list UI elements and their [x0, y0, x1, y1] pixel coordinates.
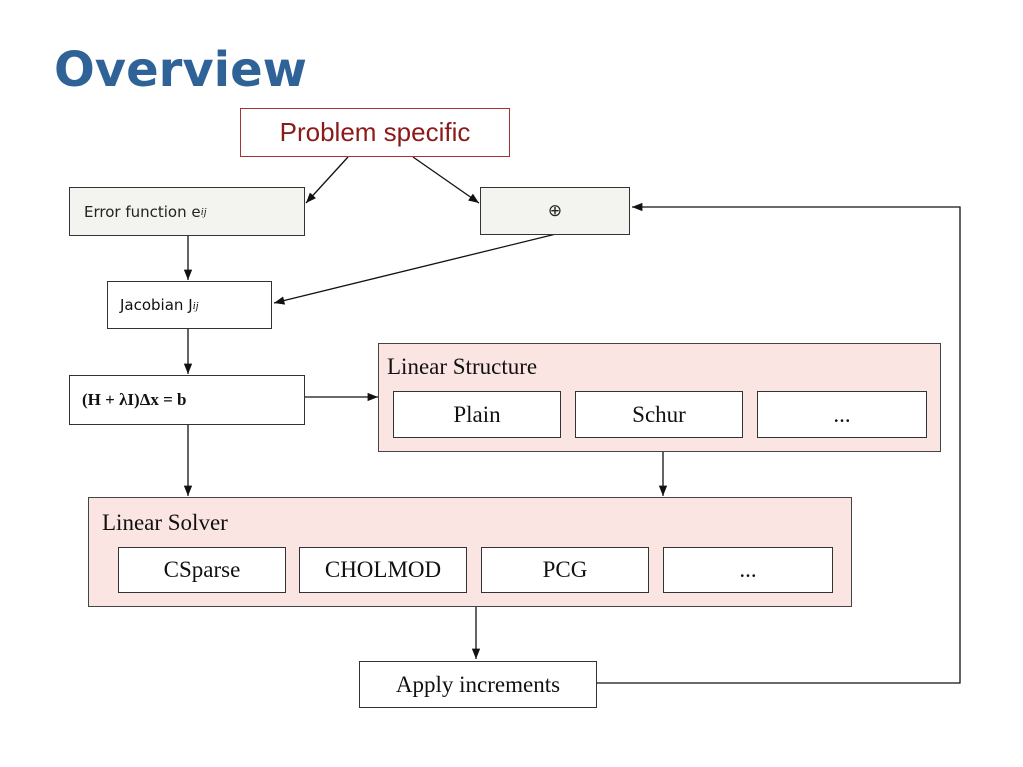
- apply-increments-box: Apply increments: [359, 661, 597, 708]
- equation-box: (H + λI)Δx = b: [69, 375, 305, 425]
- arrow-apply-to-oplus: [597, 202, 961, 684]
- structure-item-more: ...: [757, 391, 927, 438]
- arrow-problem-to-error: [305, 156, 349, 204]
- arrow-oplus-to-jacobian: [273, 233, 557, 305]
- error-function-subscript: ij: [200, 206, 207, 218]
- solver-item-cholmod: CHOLMOD: [299, 547, 467, 593]
- linear-solver-panel: Linear Solver CSparse CHOLMOD PCG ...: [88, 497, 852, 607]
- structure-item-schur: Schur: [575, 391, 743, 438]
- jacobian-label: Jacobian J: [120, 296, 193, 314]
- structure-item-plain: Plain: [393, 391, 561, 438]
- linear-structure-panel: Linear Structure Plain Schur ...: [378, 343, 941, 452]
- problem-specific-box: Problem specific: [240, 108, 510, 157]
- problem-specific-label: Problem specific: [279, 117, 471, 147]
- jacobian-subscript: ij: [192, 299, 199, 312]
- oplus-box: ⊕: [480, 187, 630, 235]
- equation-label: (H + λI)Δx = b: [82, 390, 187, 409]
- solver-item-pcg: PCG: [481, 547, 649, 593]
- linear-structure-title: Linear Structure: [387, 354, 538, 379]
- error-function-label: Error function e: [84, 202, 201, 221]
- solver-item-csparse: CSparse: [118, 547, 286, 593]
- linear-solver-title: Linear Solver: [102, 510, 228, 535]
- arrow-problem-to-oplus: [412, 156, 480, 204]
- solver-item-more: ...: [663, 547, 833, 593]
- apply-increments-label: Apply increments: [395, 671, 561, 697]
- page-title: Overview: [54, 42, 307, 98]
- oplus-icon: ⊕: [547, 201, 563, 221]
